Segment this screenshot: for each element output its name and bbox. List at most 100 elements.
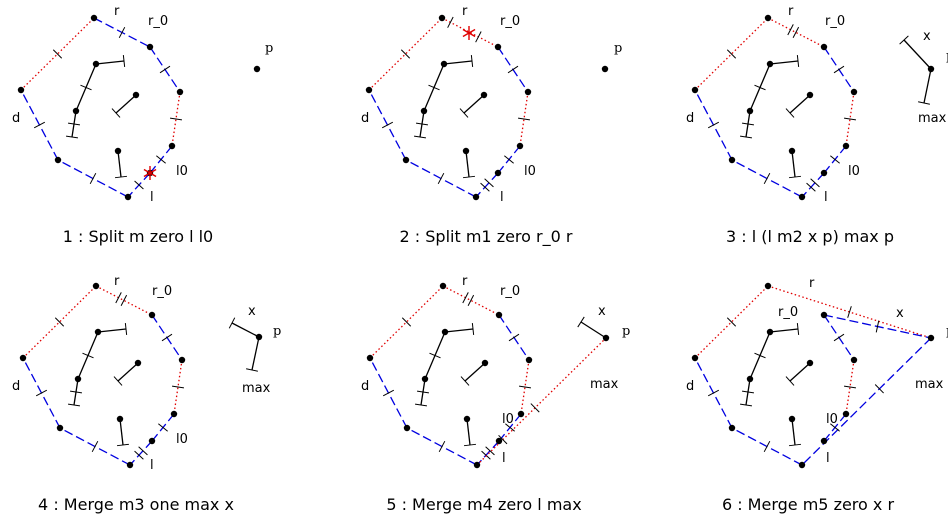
vertex-point <box>17 86 25 94</box>
edge-tick <box>161 333 173 342</box>
edge-tick <box>89 172 97 185</box>
vertex-label: l <box>500 190 504 205</box>
vertex-point <box>728 424 736 432</box>
end-cap <box>785 108 795 118</box>
vertex-point <box>472 193 480 201</box>
vertex-point <box>146 43 154 51</box>
vertex-label: r <box>809 276 815 291</box>
vertex-point <box>602 334 610 342</box>
edge-tick <box>741 390 755 394</box>
blue-dashed-edge <box>801 337 932 466</box>
vertex-label: r <box>462 274 468 289</box>
panel-3: rr_0xpmaxdl0l <box>686 4 948 205</box>
vertex-point <box>516 142 524 150</box>
caption-3: 3 : l (l m2 x p) max p <box>726 227 894 246</box>
red-dotted-edge <box>476 337 607 466</box>
vertex-label: l0 <box>848 164 860 179</box>
vertex-point <box>764 282 772 290</box>
end-cap <box>116 443 130 447</box>
vertex-label: l0 <box>826 412 838 427</box>
end-cap <box>796 54 800 68</box>
edge-tick <box>517 117 531 121</box>
solid-edge <box>251 336 260 371</box>
vertex-point <box>766 60 774 68</box>
edge-tick <box>67 122 81 126</box>
vertex-point <box>691 86 699 94</box>
end-cap <box>114 175 128 179</box>
red-dotted-edge <box>441 17 499 48</box>
edge-tick <box>134 180 144 190</box>
vertex-point <box>798 461 806 469</box>
red-dotted-edge <box>845 359 855 415</box>
red-dotted-edge <box>694 17 769 91</box>
end-cap <box>67 403 81 407</box>
solid-edge <box>119 418 124 446</box>
edge-tick <box>810 178 820 188</box>
edge-tick <box>382 389 395 397</box>
end-cap <box>796 322 800 336</box>
edge-tick <box>792 26 800 38</box>
vertex-label: p <box>622 324 630 339</box>
vertex-point <box>132 91 140 99</box>
vertex-point <box>441 328 449 336</box>
edge-tick <box>447 16 454 28</box>
edge-tick <box>54 317 65 327</box>
vertex-point <box>806 91 814 99</box>
edge-tick <box>115 292 122 304</box>
vertex-label: p <box>946 49 948 64</box>
vertex-point <box>124 193 132 201</box>
end-cap <box>246 368 258 372</box>
edge-tick <box>400 49 411 59</box>
solid-edge <box>95 60 125 65</box>
solid-edge <box>769 60 799 65</box>
vertex-point <box>806 359 814 367</box>
end-cap <box>785 376 795 386</box>
edge-tick <box>741 122 755 126</box>
blue-dashed-edge <box>475 172 499 198</box>
edge-tick <box>91 440 99 453</box>
edge-tick <box>787 24 794 36</box>
vertex-point <box>421 375 429 383</box>
vertex-point <box>494 169 502 177</box>
solid-edge <box>117 362 139 382</box>
vertex-label: l <box>826 451 830 466</box>
edge-tick <box>401 317 412 327</box>
edge-tick <box>138 446 148 456</box>
vertex-point <box>438 14 446 22</box>
vertex-label: max <box>918 111 947 126</box>
edge-tick <box>120 294 128 306</box>
red-dotted-edge <box>519 91 529 147</box>
edge-tick <box>830 155 840 164</box>
solid-edge <box>464 362 486 382</box>
edge-tick <box>505 423 515 432</box>
vertex-label: l <box>502 451 506 466</box>
vertex-point <box>850 356 858 364</box>
vertex-label: max <box>915 377 944 392</box>
red-dotted-edge <box>20 17 95 91</box>
end-cap <box>460 376 470 386</box>
red-dotted-edge <box>95 285 153 316</box>
edge-tick <box>726 49 737 59</box>
edge-tick <box>507 65 519 74</box>
vertex-point <box>178 356 186 364</box>
vertex-point <box>463 415 471 423</box>
end-cap <box>463 443 477 447</box>
vertex-point <box>788 415 796 423</box>
vertex-point <box>517 410 525 418</box>
vertex-point <box>495 311 503 319</box>
vertex-label: x <box>923 29 931 44</box>
vertex-point <box>420 107 428 115</box>
edge-tick <box>763 440 771 453</box>
edge-tick <box>69 390 83 394</box>
vertex-label: r <box>114 274 120 289</box>
red-dotted-edge <box>694 285 769 359</box>
vertex-label: r <box>462 4 468 19</box>
vertex-point <box>56 424 64 432</box>
red-dotted-edge <box>442 285 500 316</box>
edge-tick <box>830 423 840 432</box>
solid-edge <box>443 60 473 65</box>
